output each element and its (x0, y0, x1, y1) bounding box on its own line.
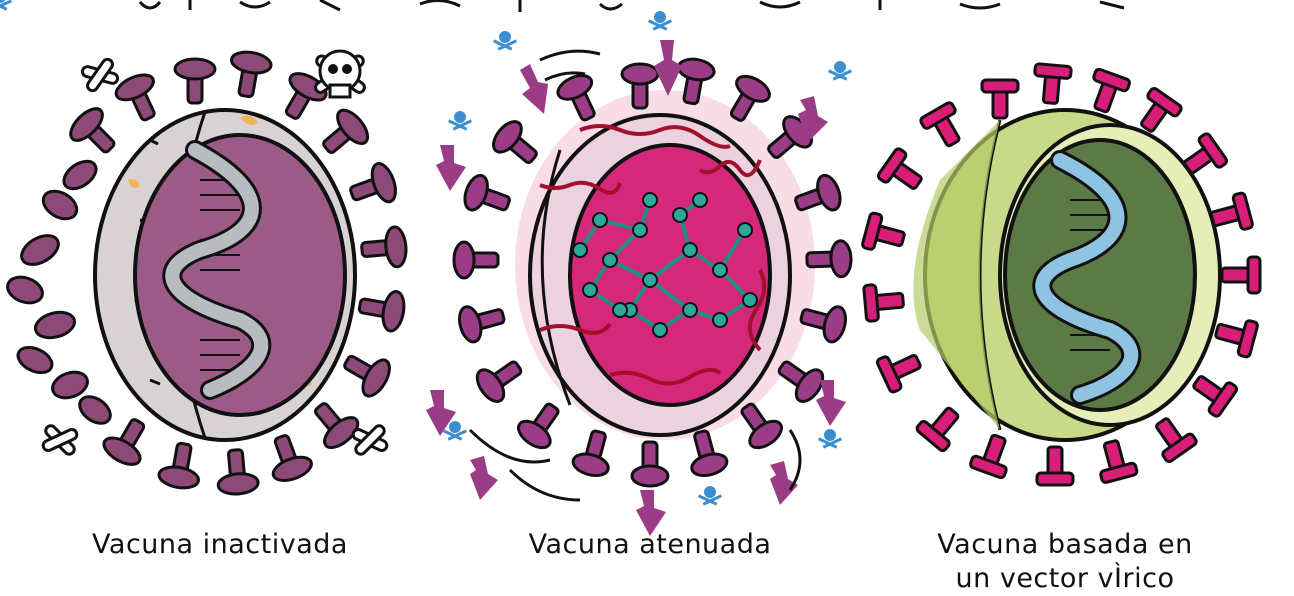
caption-line-1: Vacuna basada en (900, 528, 1230, 562)
caption-line-2: un vector vÌrico (900, 562, 1230, 596)
caption-inactivated: Vacuna inactivada (60, 528, 380, 562)
caption-attenuated: Vacuna atenuada (490, 528, 810, 562)
skull-icon (314, 51, 367, 97)
caption-text: Vacuna atenuada (529, 529, 772, 560)
inactivated-virus (0, 0, 408, 496)
cropped-title-strokes (140, 0, 1124, 12)
caption-text: Vacuna inactivada (92, 529, 348, 560)
caption-vector: Vacuna basada en un vector vÌrico (900, 528, 1230, 596)
